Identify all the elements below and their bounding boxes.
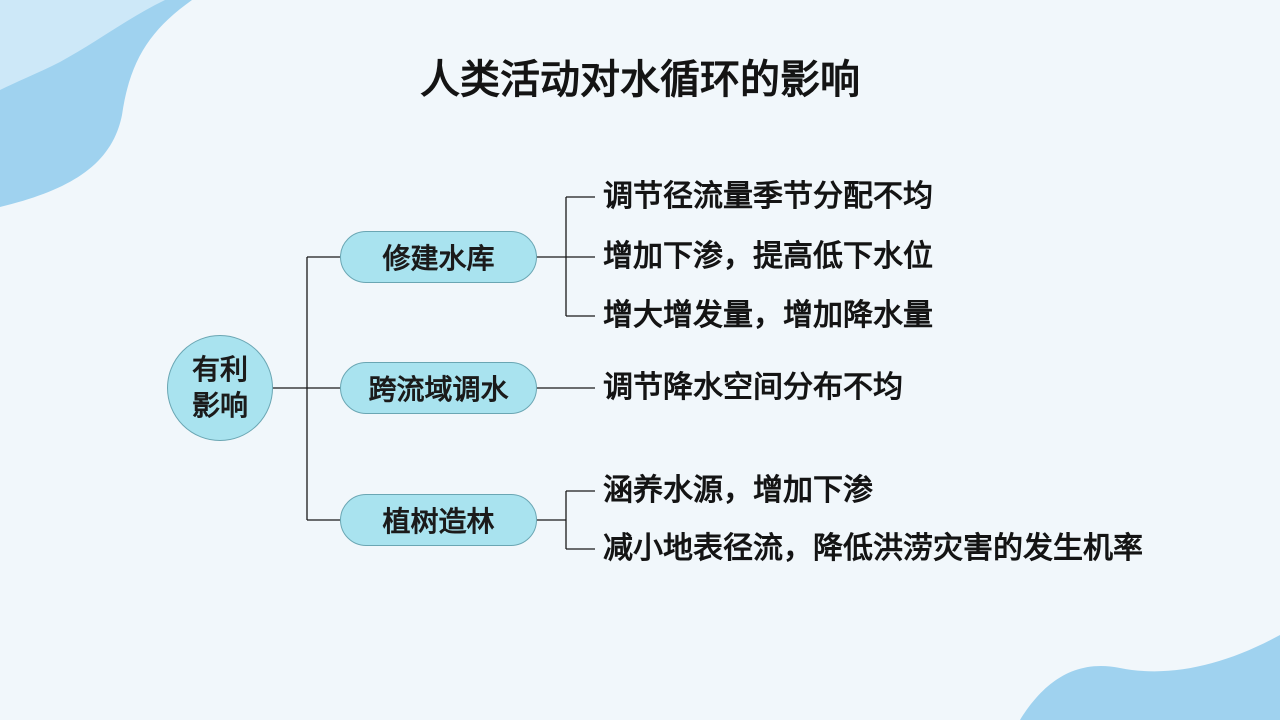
branch-node-reservoir: 修建水库 [340,231,537,283]
top-left-wave-light [0,0,165,90]
branch-label: 修建水库 [382,242,495,275]
leaf-text: 调节降水空间分布不均 [603,370,903,405]
branch-node-afforestation: 植树造林 [340,494,537,546]
bottom-right-wave [1020,635,1280,720]
root-node: 有利 影响 [167,335,273,441]
leaf-text: 增大增发量，增加降水量 [603,298,933,333]
branch-label: 植树造林 [382,505,495,538]
leaf-text: 减小地表径流，降低洪涝灾害的发生机率 [603,531,1143,566]
leaf-text: 增加下渗，提高低下水位 [603,239,933,274]
branch-node-water-transfer: 跨流域调水 [340,362,537,414]
leaf-text: 涵养水源，增加下渗 [603,473,873,508]
leaf-text: 调节径流量季节分配不均 [603,179,933,214]
root-label-line2: 影响 [191,389,248,422]
root-label: 有利 影响 [185,352,255,424]
branch-label: 跨流域调水 [368,373,509,406]
page-title: 人类活动对水循环的影响 [420,57,860,103]
root-label-line1: 有利 [191,353,248,386]
